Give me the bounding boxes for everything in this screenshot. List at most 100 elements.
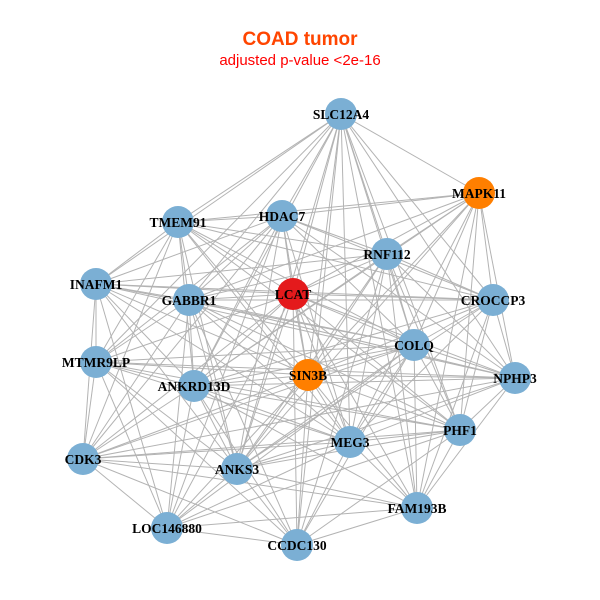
edge-cdk3-fam193b: [82, 458, 418, 509]
edge-ankrd13d-sin3b: [193, 374, 309, 387]
edge-inafm1-meg3: [95, 283, 351, 443]
node-label: LCAT: [275, 287, 312, 302]
edge-ankrd13d-cdk3: [82, 385, 195, 460]
node-circle[interactable]: [444, 414, 476, 446]
edge-colq-nphp3: [413, 344, 516, 379]
edge-cdk3-loc146880: [82, 458, 168, 529]
edge-slc12a4-inafm1: [95, 113, 342, 285]
node-fam193b[interactable]: FAM193B: [388, 492, 447, 524]
node-tmem91[interactable]: TMEM91: [150, 206, 207, 238]
node-cdk3[interactable]: CDK3: [65, 443, 102, 475]
edge-hdac7-inafm1: [95, 215, 283, 285]
edge-slc12a4-hdac7: [281, 113, 342, 217]
node-circle[interactable]: [477, 284, 509, 316]
edge-meg3-ccdc130: [296, 441, 351, 546]
edge-tmem91-meg3: [177, 221, 351, 443]
edge-rnf112-nphp3: [386, 253, 516, 379]
node-circle[interactable]: [151, 512, 183, 544]
node-colq[interactable]: COLQ: [394, 329, 434, 361]
edge-mtmr9lp-loc146880: [95, 361, 168, 529]
edge-colq-meg3: [349, 344, 415, 443]
node-circle[interactable]: [281, 529, 313, 561]
node-mtmr9lp[interactable]: MTMR9LP: [62, 346, 130, 378]
edge-lcat-mtmr9lp: [95, 293, 294, 363]
edge-slc12a4-ccdc130: [296, 113, 342, 546]
edge-lcat-phf1: [292, 293, 461, 431]
edge-hdac7-rnf112: [281, 215, 388, 255]
edge-croccp3-fam193b: [416, 299, 494, 509]
edge-croccp3-ankrd13d: [193, 299, 494, 387]
node-circle[interactable]: [325, 98, 357, 130]
node-loc146880[interactable]: LOC146880: [132, 512, 202, 544]
node-circle[interactable]: [178, 370, 210, 402]
node-circle[interactable]: [80, 268, 112, 300]
node-label: SIN3B: [289, 368, 327, 383]
edge-ankrd13d-loc146880: [166, 385, 195, 529]
edge-slc12a4-colq: [340, 113, 415, 346]
edge-lcat-croccp3: [292, 293, 494, 301]
node-circle[interactable]: [398, 329, 430, 361]
edge-slc12a4-croccp3: [340, 113, 494, 301]
node-slc12a4[interactable]: SLC12A4: [313, 98, 370, 130]
edge-cdk3-meg3: [82, 441, 351, 460]
edge-hdac7-meg3: [281, 215, 351, 443]
edge-mapk11-hdac7: [281, 192, 480, 217]
node-inafm1[interactable]: INAFM1: [70, 268, 123, 300]
edge-lcat-anks3: [236, 293, 294, 470]
node-hdac7[interactable]: HDAC7: [259, 200, 306, 232]
node-circle[interactable]: [401, 492, 433, 524]
node-circle[interactable]: [371, 238, 403, 270]
edge-colq-phf1: [413, 344, 461, 431]
edge-rnf112-gabbr1: [188, 253, 388, 301]
node-circle[interactable]: [67, 443, 99, 475]
node-lcat[interactable]: LCAT: [275, 278, 312, 310]
figure-title: COAD tumor: [242, 29, 358, 50]
node-ankrd13d[interactable]: ANKRD13D: [158, 370, 231, 402]
node-label: CROCCP3: [461, 293, 526, 308]
node-anks3[interactable]: ANKS3: [215, 453, 260, 485]
node-circle[interactable]: [221, 453, 253, 485]
node-circle[interactable]: [162, 206, 194, 238]
edge-phf1-cdk3: [82, 429, 461, 460]
edge-tmem91-anks3: [177, 221, 238, 470]
node-croccp3[interactable]: CROCCP3: [461, 284, 526, 316]
node-label: CDK3: [65, 452, 102, 467]
node-meg3[interactable]: MEG3: [331, 426, 370, 458]
edge-mapk11-meg3: [349, 192, 480, 443]
node-mapk11[interactable]: MAPK11: [452, 177, 506, 209]
node-gabbr1[interactable]: GABBR1: [162, 284, 217, 316]
edge-anks3-ccdc130: [236, 468, 298, 546]
node-circle[interactable]: [266, 200, 298, 232]
node-nphp3[interactable]: NPHP3: [493, 362, 537, 394]
edge-mtmr9lp-cdk3: [82, 361, 97, 460]
node-circle[interactable]: [80, 346, 112, 378]
edge-mapk11-gabbr1: [188, 192, 480, 301]
node-circle[interactable]: [173, 284, 205, 316]
node-circle[interactable]: [463, 177, 495, 209]
node-label: MTMR9LP: [62, 355, 130, 370]
edge-hdac7-anks3: [236, 215, 283, 470]
node-ccdc130[interactable]: CCDC130: [267, 529, 327, 561]
node-circle[interactable]: [292, 359, 324, 391]
edge-tmem91-cdk3: [82, 221, 179, 460]
edge-colq-sin3b: [307, 344, 415, 376]
edge-gabbr1-sin3b: [188, 299, 309, 376]
node-rnf112[interactable]: RNF112: [363, 238, 411, 270]
node-circle[interactable]: [334, 426, 366, 458]
edge-gabbr1-loc146880: [166, 299, 190, 529]
node-circle[interactable]: [499, 362, 531, 394]
node-circle[interactable]: [277, 278, 309, 310]
node-phf1[interactable]: PHF1: [443, 414, 477, 446]
edge-ankrd13d-nphp3: [193, 377, 516, 387]
edge-gabbr1-ccdc130: [188, 299, 298, 546]
node-label: ANKS3: [215, 462, 260, 477]
edge-sin3b-anks3: [236, 374, 309, 470]
edge-cdk3-anks3: [82, 458, 238, 470]
node-sin3b[interactable]: SIN3B: [289, 359, 327, 391]
node-label: FAM193B: [388, 501, 447, 516]
node-label: SLC12A4: [313, 107, 370, 122]
edge-nphp3-anks3: [236, 377, 516, 470]
